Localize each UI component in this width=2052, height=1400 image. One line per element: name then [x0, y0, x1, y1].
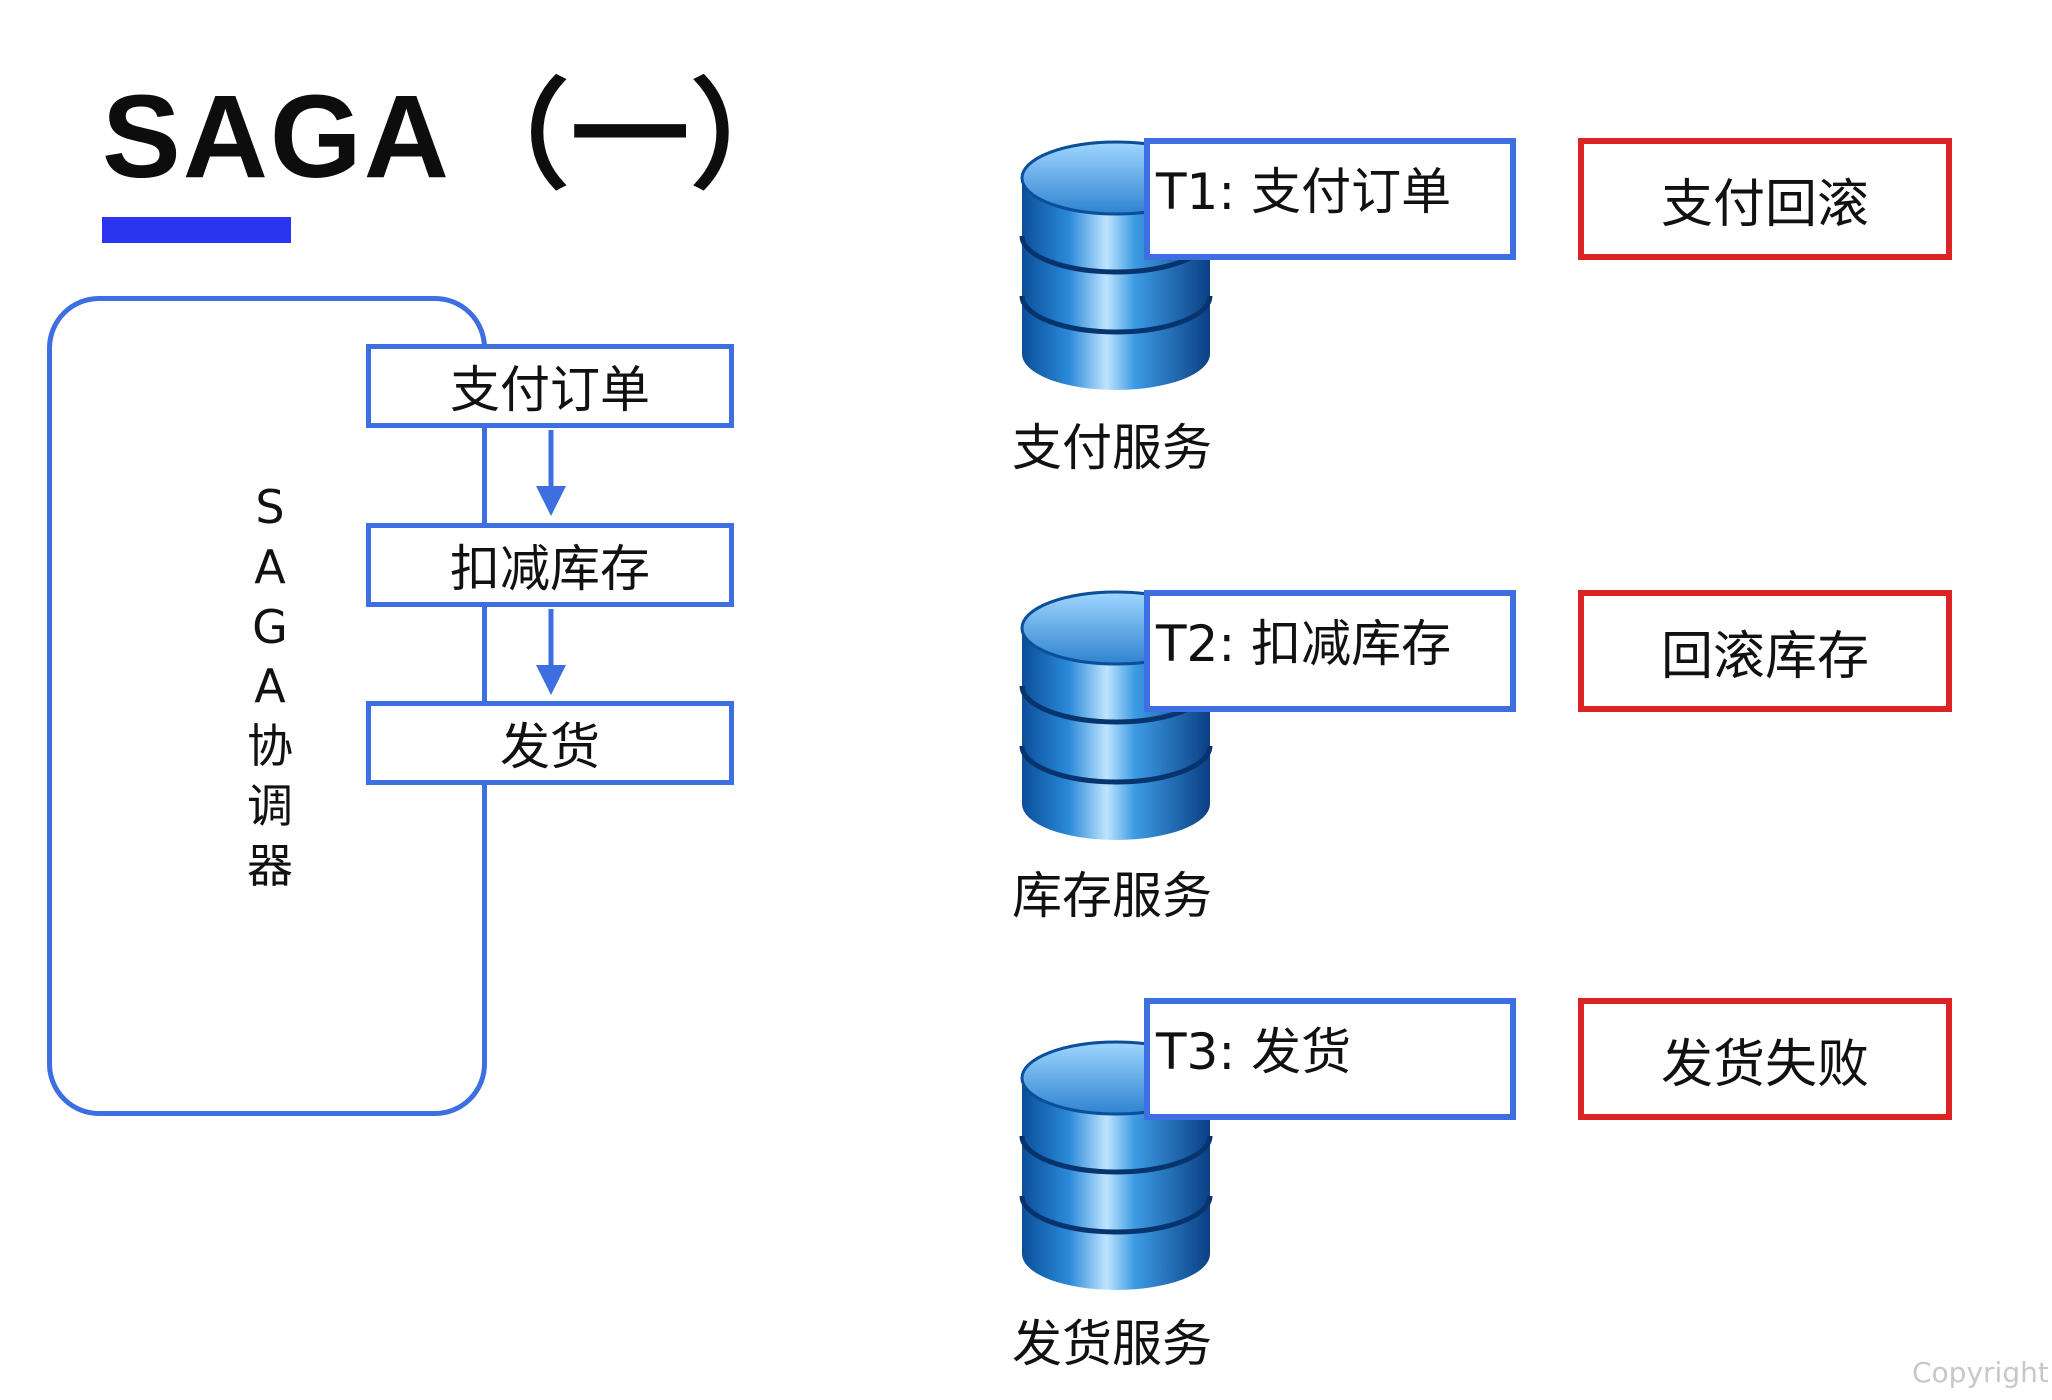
- step-pay-order: 支付订单: [366, 344, 734, 428]
- service-label-shipping: 发货服务: [1012, 1315, 1212, 1373]
- coordinator-label-char: S: [255, 480, 285, 534]
- coordinator-label-char: 协: [247, 719, 293, 774]
- coordinator-label-char: A: [254, 539, 286, 594]
- coordinator-label-char: 器: [247, 838, 293, 893]
- coordinator-label-char: A: [254, 659, 286, 714]
- copyright-notice: Copyright ©: [1912, 1356, 2052, 1389]
- arrow-down-icon: [536, 430, 566, 516]
- coordinator-label-char: 调: [247, 778, 293, 833]
- transaction-t2: T2: 扣减库存: [1144, 590, 1516, 712]
- transaction-t3: T3: 发货: [1144, 998, 1516, 1120]
- step-ship: 发货: [366, 701, 734, 785]
- service-label-payment: 支付服务: [1012, 419, 1212, 477]
- compensation-stock-rollback: 回滚库存: [1578, 590, 1952, 712]
- saga-coordinator-label: S A G A 协 调 器: [225, 478, 315, 897]
- coordinator-label-char: G: [252, 599, 288, 654]
- page-title: SAGA（一）: [102, 71, 811, 203]
- service-label-inventory: 库存服务: [1012, 867, 1212, 925]
- title-underline: [102, 217, 291, 243]
- arrow-down-icon: [536, 609, 566, 695]
- step-deduct-stock: 扣减库存: [366, 523, 734, 607]
- transaction-t1: T1: 支付订单: [1144, 138, 1516, 260]
- compensation-pay-rollback: 支付回滚: [1578, 138, 1952, 260]
- compensation-ship-failed: 发货失败: [1578, 998, 1952, 1120]
